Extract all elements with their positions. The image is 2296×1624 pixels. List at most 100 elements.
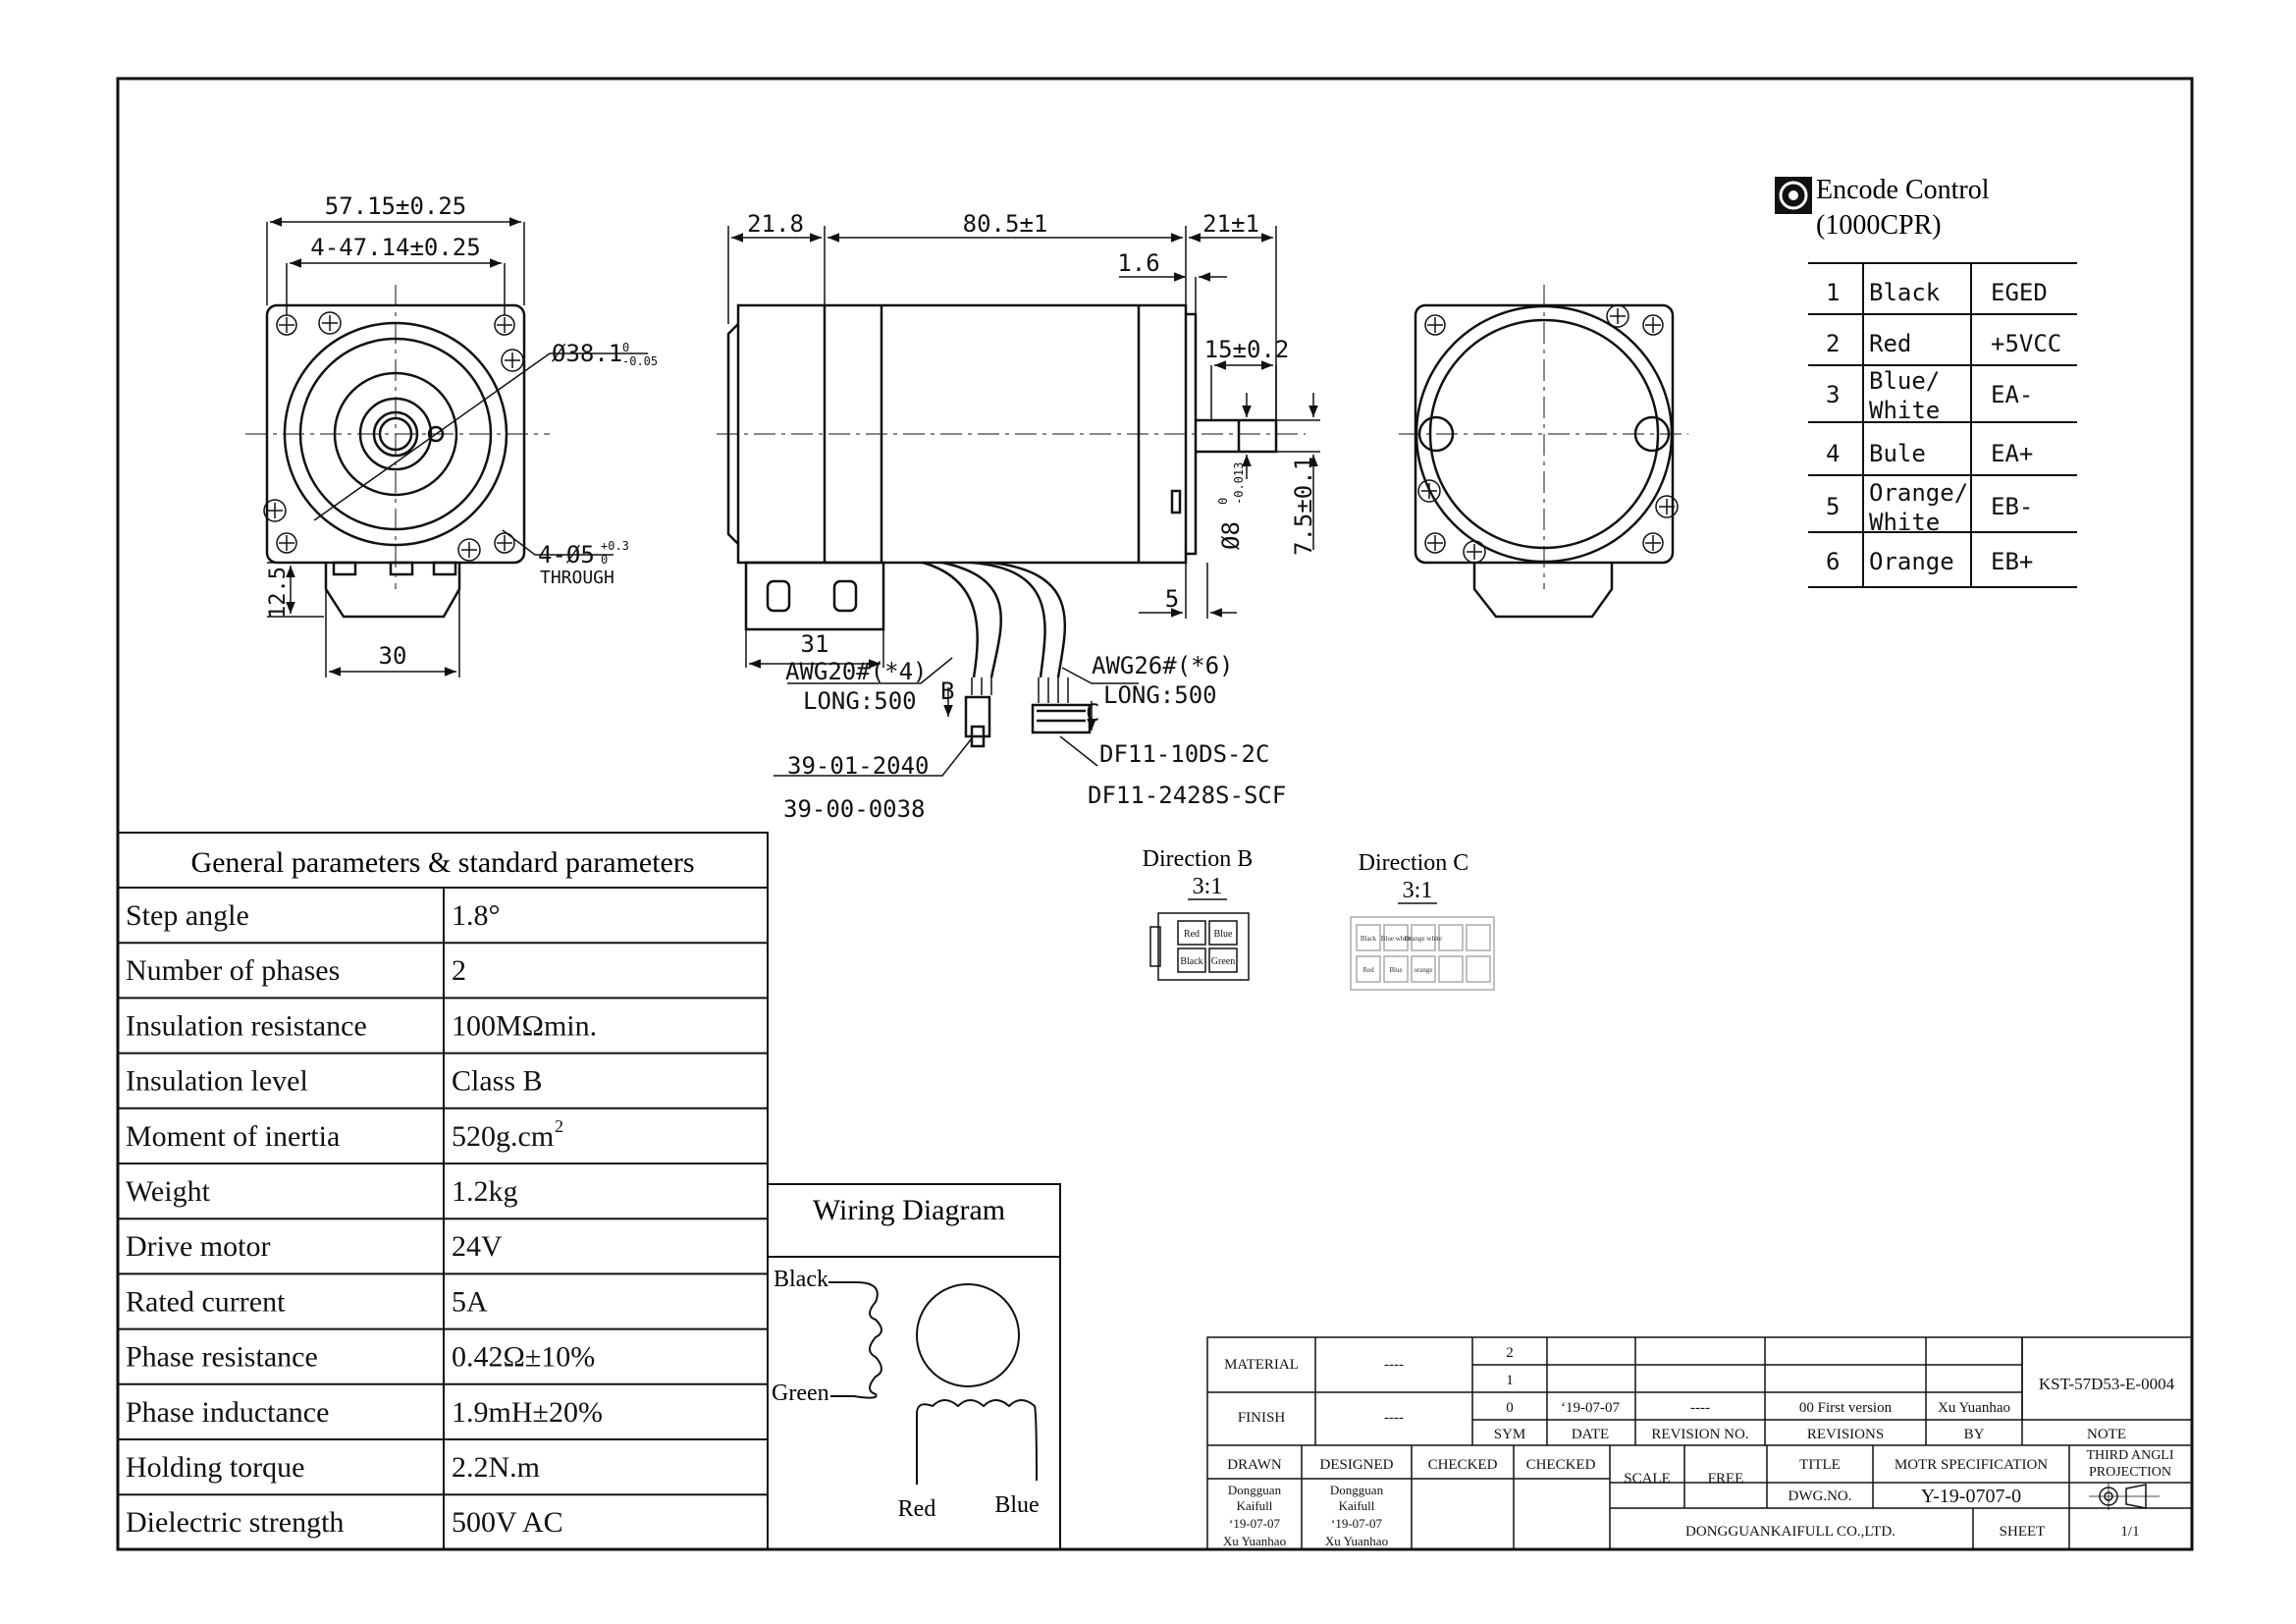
encoder-row-signal: EB+ [1991, 548, 2033, 575]
param-label: Insulation level [126, 1065, 308, 1098]
dir-b-pin-1: Red [1184, 929, 1200, 940]
cable-encoder-len: LONG:500 [1103, 681, 1217, 709]
tb-company: DONGGUANKAIFULL CO.,LTD. [1685, 1524, 1896, 1540]
dim-mount-hole-tol-top: +0.3 [601, 539, 629, 553]
tb-drawn-name: Xu Yuanhao [1223, 1534, 1286, 1548]
dim-mount-hole-tol-bottom: 0 [601, 553, 608, 567]
dir-c-pin-2: Blue white [1381, 935, 1412, 943]
encoder-row-no: 2 [1826, 330, 1840, 357]
dim-shaft-tol-bottom: -0.013 [1232, 462, 1246, 505]
tb-rev-0: 0 [1506, 1400, 1514, 1416]
encoder-row-color: Blue/White [1869, 367, 1940, 424]
param-value: 5A [452, 1285, 488, 1318]
tb-rev-by: Xu Yuanhao [1938, 1400, 2010, 1416]
wiring-green: Green [772, 1380, 829, 1406]
tb-designed-name: Xu Yuanhao [1325, 1534, 1388, 1548]
side-view-dims: 21.8 80.5±1 21±1 1.6 15±0.2 Ø8 0 -0.013 … [747, 210, 1317, 823]
wiring-red: Red [898, 1496, 936, 1522]
tb-title-label: TITLE [1799, 1457, 1841, 1473]
dim-key-offset: 5 [1165, 585, 1179, 613]
conn-c1: DF11-10DS-2C [1099, 740, 1269, 768]
param-value: 520g.cm [452, 1120, 554, 1153]
tb-material-value: ---- [1384, 1357, 1404, 1373]
tb-by: BY [1964, 1427, 1985, 1442]
tb-sheet-label: SHEET [2000, 1524, 2046, 1540]
tb-checked-1: CHECKED [1428, 1457, 1498, 1473]
tb-free: FREE [1708, 1471, 1744, 1487]
tb-drawn-date: ‘19-07-07 [1229, 1516, 1280, 1531]
param-value: 1.2kg [452, 1175, 518, 1208]
tb-note: NOTE [2087, 1427, 2126, 1442]
dir-b-pin-4: Green [1211, 956, 1235, 967]
dir-c-pin-4: Red [1362, 966, 1374, 974]
tb-designed-date: ‘19-07-07 [1331, 1516, 1382, 1531]
label-c: C [1086, 699, 1099, 727]
dir-c-pin-5: Blue [1389, 966, 1402, 974]
param-value: 0.42Ω±10% [452, 1341, 595, 1374]
tb-scale: SCALE [1624, 1471, 1671, 1487]
encoder-row-no: 3 [1826, 381, 1840, 408]
tb-rev-date: ‘19-07-07 [1561, 1400, 1620, 1416]
encoder-row-signal: EA+ [1991, 440, 2033, 467]
tb-title-value: MOTR SPECIFICATION [1895, 1457, 2048, 1473]
encoder-row-signal: EA- [1991, 381, 2033, 408]
conn-b1: 39-01-2040 [787, 752, 930, 780]
tb-material-label: MATERIAL [1224, 1357, 1299, 1373]
param-label: Phase inductance [126, 1396, 329, 1429]
tb-finish-value: ---- [1384, 1410, 1404, 1426]
dir-c-pin-6: orange [1414, 966, 1432, 974]
dir-c-pin-3: Orange white [1405, 935, 1442, 943]
direction-b-scale: 3:1 [1193, 874, 1223, 899]
dim-width: 57.15±0.25 [325, 192, 467, 220]
tb-date: DATE [1572, 1427, 1609, 1442]
tb-dwgno-label: DWG.NO. [1789, 1489, 1852, 1504]
dim-shaft-tol-top: 0 [1216, 498, 1230, 505]
param-value: 2 [452, 954, 466, 987]
encoder-subtitle: (1000CPR) [1816, 210, 1942, 241]
dim-pilot-tol-bottom: -0.05 [622, 354, 658, 368]
label-b: B [940, 677, 954, 705]
param-label: Weight [126, 1175, 211, 1208]
tb-rev-no: ---- [1690, 1400, 1710, 1416]
cable-power-wire: AWG20#(*4) [785, 658, 928, 685]
param-label: Insulation resistance [126, 1009, 367, 1042]
sheet-border [116, 77, 2194, 1551]
encoder-row-color: Red [1869, 330, 1911, 357]
params-table: General parameters & standard parameters… [118, 832, 769, 1551]
encoder-row-signal: EGED [1991, 279, 2048, 306]
dim-flange-thk: 1.6 [1117, 249, 1159, 277]
encoder-row-color: Black [1869, 279, 1941, 306]
dim-connector-len: 31 [801, 630, 829, 658]
tb-sheet-value: 1/1 [2120, 1524, 2139, 1540]
param-value: Class B [452, 1065, 543, 1098]
tb-drawn-co1: Dongguan [1228, 1483, 1282, 1497]
encoder-row-color: Orange [1869, 548, 1954, 575]
direction-c-scale: 3:1 [1403, 878, 1433, 903]
encoder-row-no: 5 [1826, 493, 1840, 520]
encoder-icon [1775, 177, 1812, 214]
dim-hole-pitch: 4-47.14±0.25 [310, 234, 480, 261]
projection-symbol-icon [2089, 1483, 2160, 1510]
dir-b-pin-2: Blue [1214, 929, 1233, 940]
param-label: Phase resistance [126, 1341, 318, 1374]
encoder-row-no: 4 [1826, 440, 1840, 467]
front-view [245, 217, 648, 677]
tb-revision-no: REVISION NO. [1651, 1427, 1748, 1442]
param-label: Drive motor [126, 1230, 270, 1263]
dim-mount-hole: 4-Ø5 [538, 541, 595, 568]
encoder-title: Encode Control [1816, 175, 1990, 205]
param-value: 2.2N.m [452, 1451, 540, 1484]
param-value: 1.8° [452, 899, 501, 932]
wiring-diagram: Wiring Diagram Black Green Red Blue [767, 1183, 1061, 1550]
dir-b-pin-3: Black [1180, 956, 1202, 967]
encoder-row-signal: EB- [1991, 493, 2033, 520]
dim-flat-height: 7.5±0.1 [1290, 457, 1317, 556]
param-label: Rated current [126, 1285, 286, 1318]
direction-c-title: Direction C [1359, 850, 1469, 876]
dim-body-len: 80.5±1 [963, 210, 1048, 238]
tb-rev-desc: 00 First version [1799, 1400, 1893, 1416]
conn-c2: DF11-2428S-SCF [1088, 782, 1286, 809]
side-view [717, 226, 1320, 777]
